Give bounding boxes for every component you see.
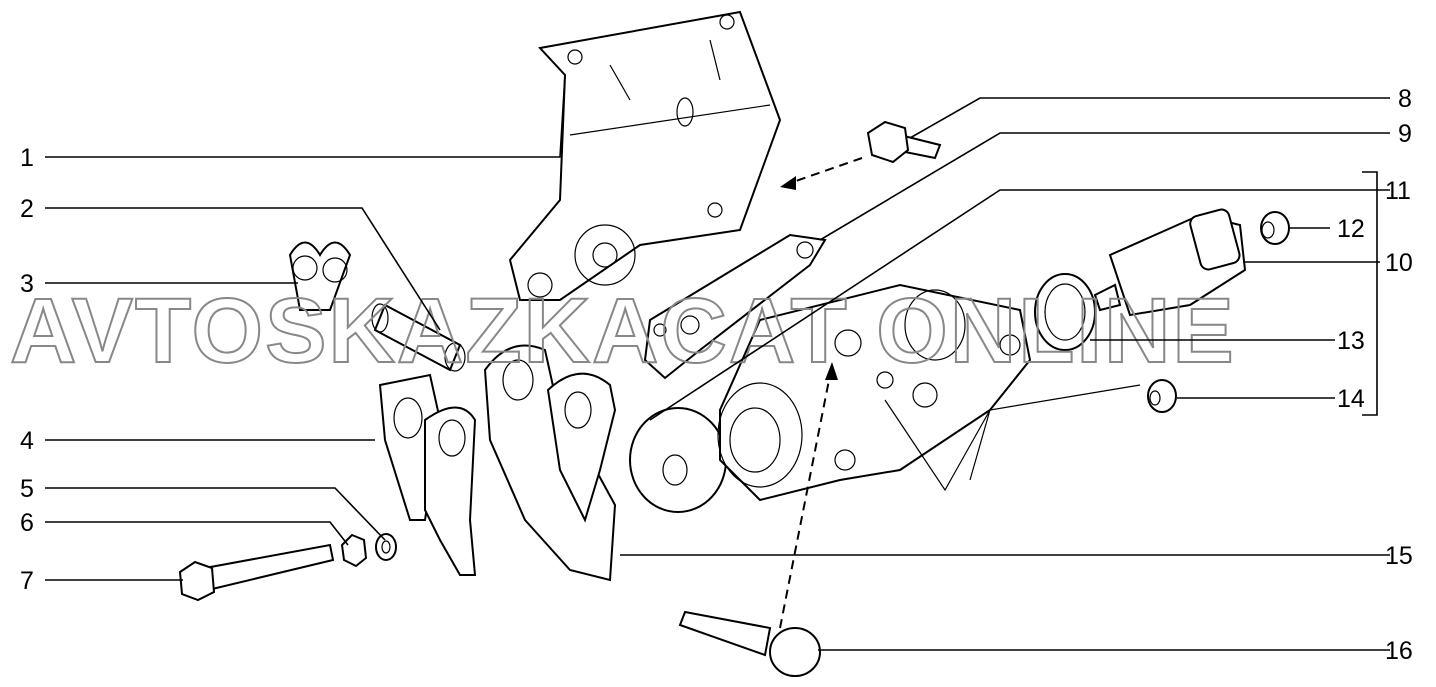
plate [643,233,827,380]
callout-11: 11 [1385,177,1411,205]
bracket [508,10,782,301]
nut-6 [340,533,368,568]
callout-3: 3 [20,270,34,298]
seal-ring-13 [1034,273,1096,351]
assembly-arrow [789,157,863,184]
callout-6: 6 [20,509,34,537]
arrow-head-icon [780,176,796,190]
assembly-arrow [779,374,831,629]
watermark: AVTOSKAZKACAT ONLINE [10,280,1236,382]
callout-16: 16 [1385,637,1413,665]
roller [629,407,727,513]
callout-14: 14 [1337,385,1365,413]
valve-10 [1093,208,1247,317]
callout-9: 9 [1398,120,1412,148]
callout-12: 12 [1337,215,1365,243]
bolt-8 [866,120,942,164]
lever-15 [483,344,617,582]
pin [371,303,466,372]
valve-body [717,283,1032,502]
leader-lines [45,74,1390,651]
bolt-16 [678,610,821,677]
lever-4 [378,373,477,576]
spring [288,241,352,311]
arrow-head-icon [825,362,838,380]
reference-lines [884,384,1141,492]
callout-4: 4 [20,427,34,455]
bolt-7 [178,543,335,602]
callout-2: 2 [20,195,34,223]
callout-1: 1 [20,144,34,172]
callout-8: 8 [1398,85,1412,113]
callout-13: 13 [1337,327,1365,355]
plug-14 [1147,379,1177,413]
cap-12 [1260,211,1290,245]
callout-10: 10 [1385,249,1413,277]
callout-7: 7 [20,567,34,595]
callout-labels: 1 2 3 4 5 6 7 8 9 10 11 12 13 14 15 16 [20,85,1413,665]
callout-15: 15 [1385,542,1413,570]
washer-5 [375,533,397,561]
callout-5: 5 [20,475,34,503]
